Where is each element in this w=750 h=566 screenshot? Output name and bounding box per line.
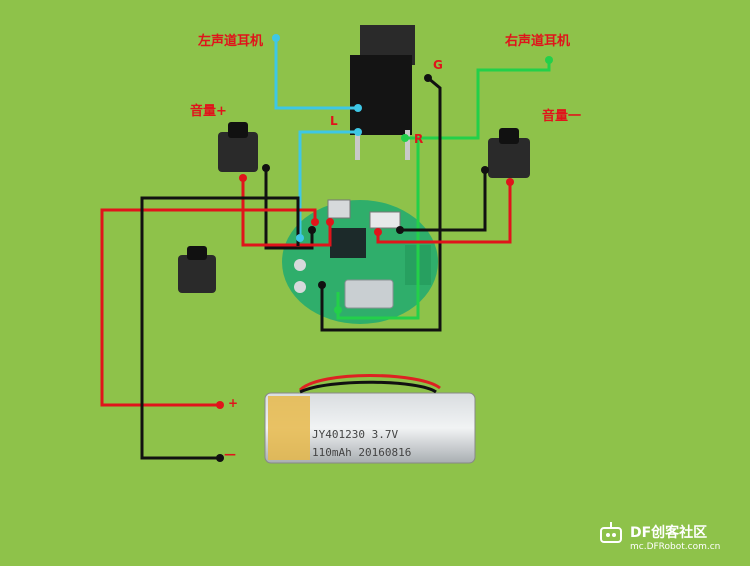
label-volume-up: 音量+ [190, 104, 227, 119]
watermark-url: mc.DFRobot.com.cn [630, 542, 721, 552]
wire-black-voldown [400, 170, 487, 232]
wire-red-voldown [376, 182, 512, 244]
module-switch [327, 199, 351, 219]
audio-jack [350, 25, 415, 160]
usb-port [344, 279, 394, 309]
chip [330, 228, 366, 258]
wire-black-volup [264, 168, 314, 250]
wire-red-battery [100, 208, 317, 407]
wire-cyan-left [274, 38, 360, 110]
robot-logo-icon [598, 520, 624, 546]
wire-green-right [405, 60, 551, 140]
button-volume-up [218, 122, 258, 172]
label-right-earphone: 右声道耳机 [505, 34, 571, 49]
pin-r: R [414, 132, 424, 146]
wire-cyan-l-module [298, 130, 358, 238]
wire-black-battery [140, 196, 300, 460]
button-spare [178, 246, 216, 293]
bluetooth-module-board [282, 199, 438, 324]
wire-black-g [320, 76, 442, 332]
watermark-brand: DF创客社区 [630, 525, 708, 541]
label-left-earphone: 左声道耳机 [198, 34, 264, 49]
battery-minus: — [224, 447, 236, 461]
pin-l: L [330, 114, 338, 128]
battery-plus: + [228, 396, 239, 410]
button-volume-down [488, 128, 530, 178]
label-volume-down: 音量一 [542, 109, 582, 124]
pin-g: G [433, 58, 443, 72]
battery [264, 374, 476, 464]
battery-text-1: JY401230 3.7V [312, 428, 398, 441]
battery-text-2: 110mAh 20160816 [312, 446, 411, 459]
module-switch-2 [369, 211, 401, 229]
